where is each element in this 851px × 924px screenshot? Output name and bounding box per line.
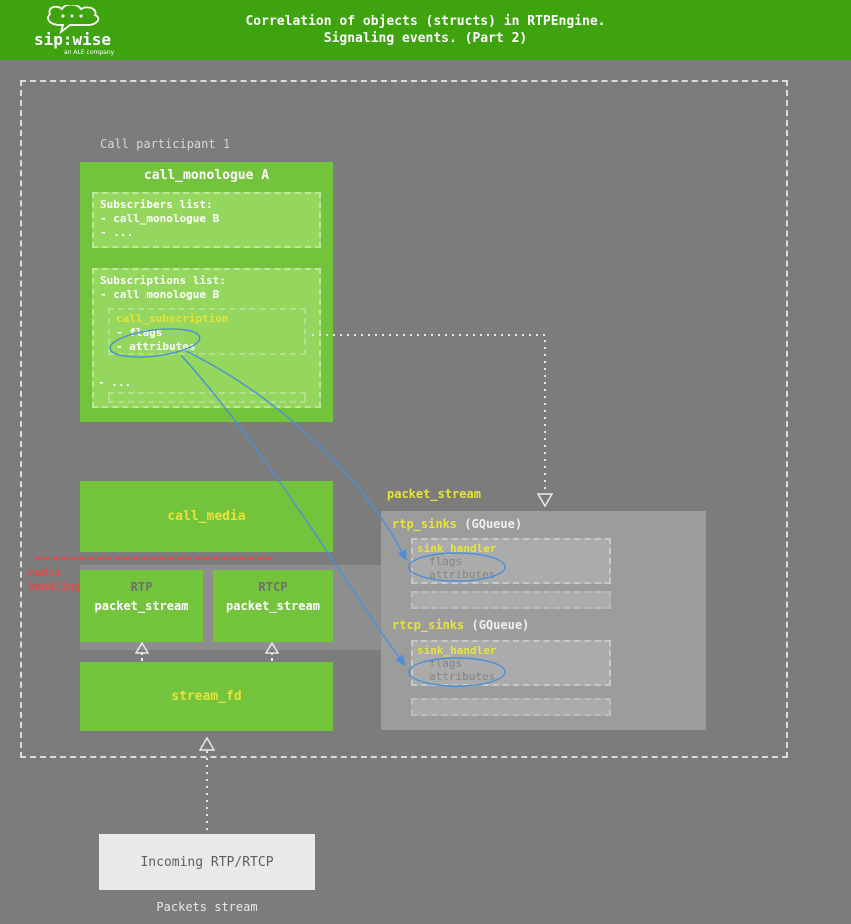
sipwise-logo-svg: sip:wise an ALE company xyxy=(34,3,115,56)
call-monologue-title: call_monologue A xyxy=(143,168,270,183)
subscribers-list-box: Subscribers list: - call_monologue B - .… xyxy=(92,192,321,248)
stream-fd-box: stream_fd xyxy=(80,662,333,731)
call-subscription-field: - attributes xyxy=(116,340,196,353)
page-title: Correlation of objects (structs) in RTPE… xyxy=(0,13,851,47)
subscribers-item: - call_monologue B xyxy=(100,212,220,225)
subscriptions-item: - call monologue B xyxy=(100,288,220,301)
rtcp-proto-label: RTCP xyxy=(258,580,288,594)
call-media-label: call_media xyxy=(167,509,246,524)
header-bar: sip:wise an ALE company Correlation of o… xyxy=(0,0,851,60)
rtcp-sinks-row: rtcp_sinks (GQueue) xyxy=(392,618,529,632)
call-subscription-field: - flags xyxy=(116,326,163,339)
packets-stream-label: Packets stream xyxy=(156,900,258,914)
call-boundary-frame xyxy=(20,80,788,758)
subscribers-item: - ... xyxy=(100,226,134,239)
participant-label: Call participant 1 xyxy=(100,137,231,151)
rtp-sink-handler-box: sink_handler flags attributes xyxy=(411,538,611,584)
rtcp-sinks-label: rtcp_sinks xyxy=(392,618,465,632)
incoming-rtp-box: Incoming RTP/RTCP xyxy=(99,834,315,890)
media-handling-label: media handling xyxy=(28,566,81,594)
rtp-proto-label: RTP xyxy=(130,580,153,594)
sink-handler-field: flags xyxy=(429,555,463,568)
packet-stream-panel: rtp_sinks (GQueue) sink_handler flags at… xyxy=(381,511,706,730)
logo-brand-text: sip:wise xyxy=(34,30,111,49)
call-subscription-title: call_subscription xyxy=(116,312,229,325)
page-title-line1: Correlation of objects (structs) in RTPE… xyxy=(245,14,606,29)
sink-handler-title: sink_handler xyxy=(417,542,497,555)
subscriptions-list-box: Subscriptions list: - call monologue B c… xyxy=(92,268,321,408)
subscriptions-title: Subscriptions list: xyxy=(100,274,226,287)
sink-handler-field: attributes xyxy=(429,670,496,683)
sink-handler-field: attributes xyxy=(429,568,496,581)
rtp-sink-placeholder xyxy=(411,591,611,609)
packet-stream-panel-label: packet_stream xyxy=(387,487,481,501)
media-handling-divider xyxy=(35,557,272,560)
rtp-packet-stream-label: packet_stream xyxy=(94,599,189,613)
rtp-sinks-row: rtp_sinks (GQueue) xyxy=(392,517,522,531)
media-handling-line1: media xyxy=(28,566,62,579)
rtcp-packet-stream-box: RTCP packet_stream xyxy=(213,570,333,642)
sipwise-logo: sip:wise an ALE company xyxy=(30,3,130,57)
rtcp-sinks-type: (GQueue) xyxy=(471,618,530,632)
sink-handler-field: flags xyxy=(429,657,463,670)
rtp-sinks-type: (GQueue) xyxy=(464,517,523,531)
call-media-box: call_media xyxy=(80,481,333,552)
stream-fd-label: stream_fd xyxy=(171,689,242,704)
call-subscription-box: call_subscription - flags - attributes xyxy=(108,308,306,355)
rtcp-sink-placeholder xyxy=(411,698,611,716)
logo-tagline-text: an ALE company xyxy=(64,49,115,56)
page-title-line2: Signaling events. (Part 2) xyxy=(323,31,528,46)
logo-cloud-icon xyxy=(47,3,100,35)
subscription-placeholder-box xyxy=(108,392,306,403)
rtcp-packet-stream-label: packet_stream xyxy=(226,599,320,613)
logo-dot xyxy=(61,14,65,18)
rtp-sinks-label: rtp_sinks xyxy=(392,517,458,531)
rtcp-sink-handler-box: sink_handler flags attributes xyxy=(411,640,611,686)
call-monologue-box: call_monologue A Subscribers list: - cal… xyxy=(80,162,333,422)
rtp-packet-stream-box: RTP packet_stream xyxy=(80,570,203,642)
sink-handler-title: sink_handler xyxy=(417,644,497,657)
subscribers-title: Subscribers list: xyxy=(100,198,213,211)
logo-dot xyxy=(79,14,83,18)
media-handling-line2: handling xyxy=(28,580,81,593)
logo-dot xyxy=(70,14,74,18)
incoming-rtp-label: Incoming RTP/RTCP xyxy=(140,854,274,870)
subscriptions-more: - ... xyxy=(98,376,132,389)
